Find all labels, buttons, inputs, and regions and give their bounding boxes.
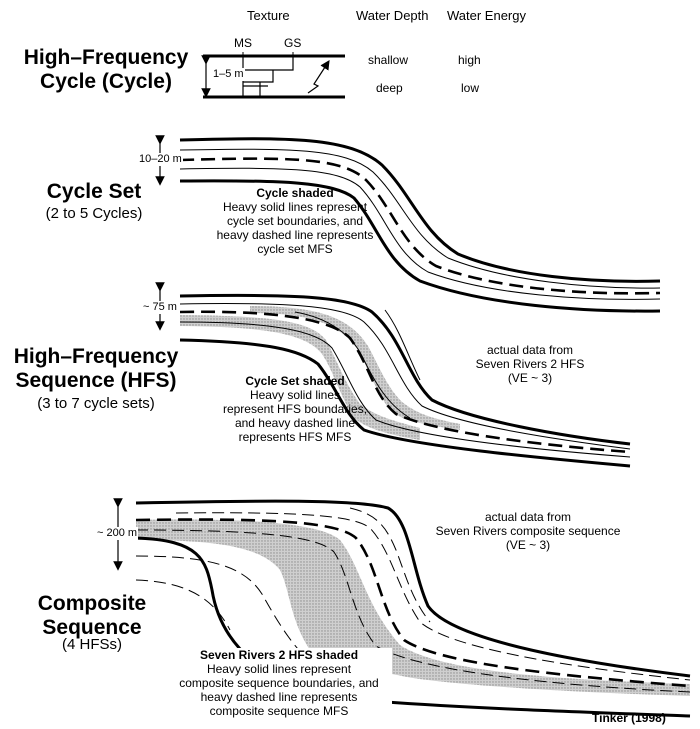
composite-note-title: Seven Rivers 2 HFS shaded: [199, 648, 359, 662]
shallow-label: shallow: [368, 53, 409, 67]
hfs-note-line: Heavy solid lines: [249, 388, 341, 402]
hfs-source-note: actual data from Seven Rivers 2 HFS (VE …: [450, 343, 610, 385]
hfs-mfs: [179, 310, 631, 454]
composite-title-line1: Composite: [37, 592, 147, 615]
hfs-note-line: and heavy dashed line: [234, 416, 356, 430]
ms-label: MS: [234, 36, 252, 50]
cycle-thickness-label: 1–5 m: [212, 68, 245, 81]
composite-internal-line-1: [175, 512, 691, 681]
hfs-shaded-cycle-set-2: [250, 306, 460, 430]
cycle-title-line1: High–Frequency: [23, 46, 189, 69]
hfs-subtitle: (3 to 7 cycle sets): [37, 395, 155, 412]
cycle-set-note-line: cycle set boundaries, and: [226, 214, 364, 228]
hfs-source-line: actual data from: [486, 343, 574, 357]
water-depth-header: Water Depth: [356, 8, 429, 23]
cycle-set-base-boundary: [179, 179, 661, 313]
hfs-shaded-cycle-set: [180, 315, 420, 440]
composite-source-line: actual data from: [484, 510, 572, 524]
composite-mfs: [135, 518, 691, 688]
composite-title-line2: Sequence: [42, 616, 142, 640]
hfs-note-title: Cycle Set shaded: [245, 374, 345, 388]
composite-internal-line-3: [135, 555, 331, 677]
gs-label: GS: [284, 36, 302, 50]
hfs-base-boundary: [179, 338, 631, 468]
composite-note-line: composite sequence boundaries, and: [179, 676, 379, 690]
cycle-set-note-line: cycle set MFS: [257, 242, 333, 256]
hfs-note-line: represent HFS boundaries,: [222, 402, 368, 416]
composite-internal-line-2: [135, 529, 691, 693]
low-label: low: [461, 81, 480, 95]
composite-title: Composite Sequence: [12, 592, 172, 640]
cycle-set-note-title: Cycle shaded: [256, 186, 334, 200]
cycle-set-note-line: Heavy solid lines represent: [222, 200, 368, 214]
cycle-set-top-boundary: [179, 137, 661, 283]
texture-profile: [242, 56, 294, 97]
composite-source-note: actual data from Seven Rivers composite …: [418, 510, 638, 552]
shallowing-arrow: [307, 59, 330, 94]
cycle-set-thickness-label: 10–20 m: [138, 153, 183, 166]
high-label: high: [458, 53, 481, 67]
hfs-internal-line-1: [179, 303, 631, 450]
hfs-internal-line-4: [384, 309, 421, 381]
hfs-title-line2: Sequence (HFS): [15, 369, 177, 393]
texture-header: Texture: [247, 8, 290, 23]
composite-subtitle: (4 HFSs): [62, 636, 122, 653]
composite-source-line: (VE ~ 3): [505, 538, 551, 552]
composite-internal-line-5: [135, 579, 231, 631]
cycle-set-subtitle: (2 to 5 Cycles): [45, 205, 143, 222]
cycle-set-note: Cycle shaded Heavy solid lines represent…: [200, 186, 390, 256]
cycle-title-line2: Cycle (Cycle): [40, 70, 172, 94]
cycle-set-note-line: heavy dashed line represents: [216, 228, 374, 242]
composite-source-line: Seven Rivers composite sequence: [435, 524, 621, 538]
hfs-source-line: Seven Rivers 2 HFS: [475, 357, 585, 371]
composite-note-line: composite sequence MFS: [209, 704, 349, 718]
hfs-source-line: (VE ~ 3): [507, 371, 553, 385]
hfs-note-line: represents HFS MFS: [238, 430, 352, 444]
hfs-panel: [155, 282, 631, 468]
hfs-top-boundary: [179, 293, 631, 446]
composite-note: Seven Rivers 2 HFS shaded Heavy solid li…: [166, 648, 392, 718]
credit-label: Tinker (1998): [592, 711, 666, 725]
hfs-internal-line-3: [179, 321, 631, 458]
composite-thickness-label: ~ 200 m: [96, 527, 139, 540]
composite-shaded-hfs: [136, 519, 690, 696]
water-energy-header: Water Energy: [447, 8, 526, 23]
composite-internal-line-4: [349, 507, 431, 623]
deep-label: deep: [376, 81, 403, 95]
hfs-title: High–Frequency Sequence (HFS): [2, 345, 190, 393]
hfs-note: Cycle Set shaded Heavy solid lines repre…: [205, 374, 385, 444]
cycle-set-internal-line-2: [179, 167, 661, 300]
hfs-thickness-label: ~ 75 m: [142, 301, 178, 314]
hfs-title-line1: High–Frequency: [13, 345, 179, 368]
cycle-title: High–Frequency Cycle (Cycle): [10, 46, 202, 94]
cycle-set-title: Cycle Set: [46, 180, 142, 203]
cycle-set-internal-line: [179, 148, 661, 289]
composite-note-line: heavy dashed line represents: [200, 690, 358, 704]
composite-top-boundary: [135, 499, 691, 678]
cycle-set-panel: [155, 135, 661, 313]
cycle-set-mfs: [179, 157, 661, 295]
composite-note-line: Heavy solid lines represent: [206, 662, 352, 676]
